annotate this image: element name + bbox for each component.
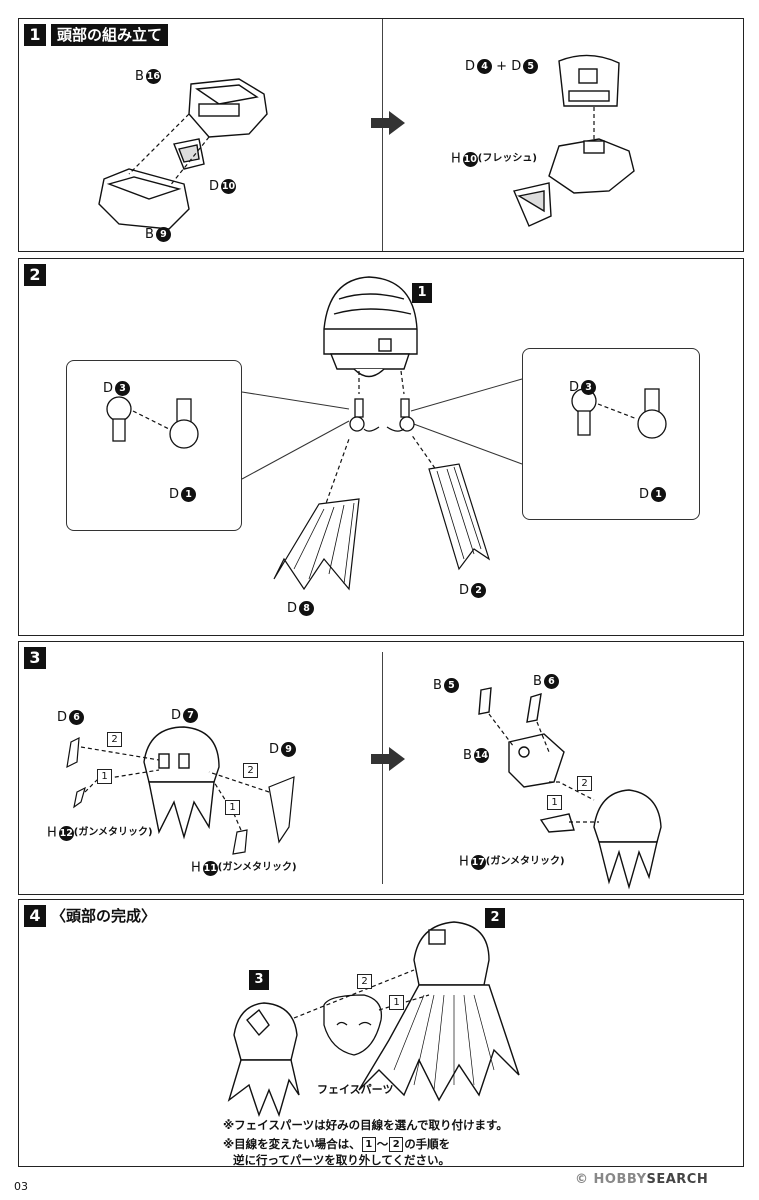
helmet-hair-attachment-illustration bbox=[66, 687, 662, 890]
head-completion-illustration bbox=[227, 921, 520, 1118]
watermark: © HOBBYSEARCH bbox=[575, 1172, 708, 1187]
subassembly-1-badge: 1 bbox=[412, 283, 432, 303]
step-2-panel: 2 bbox=[18, 258, 744, 636]
order-mark: 2 bbox=[107, 732, 122, 747]
subassembly-3-badge: 3 bbox=[249, 970, 269, 990]
next-step-arrow-icon bbox=[371, 111, 405, 135]
step-title: 頭部の組み立て bbox=[51, 24, 169, 46]
order-mark: 1 bbox=[225, 800, 240, 815]
step-number: 4 bbox=[24, 905, 46, 927]
step-title: 〈頭部の完成〉 bbox=[51, 907, 157, 925]
order-mark: 1 bbox=[389, 995, 404, 1010]
order-mark: 1 bbox=[547, 795, 562, 810]
step-4-panel: 4 〈頭部の完成〉 3 2 2 1 フェイスパーツ ※フェイスパーツは好みの目線… bbox=[18, 899, 744, 1167]
subassembly-2-badge: 2 bbox=[485, 908, 505, 928]
step-number: 1 bbox=[24, 24, 46, 46]
face-parts-label: フェイスパーツ bbox=[317, 1083, 394, 1096]
watermark-hobby: © HOBBY bbox=[575, 1172, 647, 1187]
head-frame-parts-illustration bbox=[98, 78, 268, 230]
instruction-note-3: 逆に行ってパーツを取り外してください。 bbox=[233, 1153, 451, 1167]
watermark-search: SEARCH bbox=[646, 1172, 709, 1187]
step-divider bbox=[382, 19, 383, 251]
step-number: 3 bbox=[24, 647, 46, 669]
order-mark: 2 bbox=[357, 974, 372, 989]
instruction-note-1: ※フェイスパーツは好みの目線を選んで取り付けます。 bbox=[223, 1118, 508, 1132]
joint-detail-left bbox=[66, 360, 242, 531]
page-number: 03 bbox=[14, 1180, 28, 1193]
order-mark: 2 bbox=[577, 776, 592, 791]
head-and-hair-illustration bbox=[106, 276, 667, 591]
order-mark: 1 bbox=[97, 769, 112, 784]
joint-detail-right bbox=[522, 348, 700, 520]
order-mark: 2 bbox=[243, 763, 258, 778]
head-frame-assembled-illustration bbox=[513, 54, 635, 227]
step-number: 2 bbox=[24, 264, 46, 286]
step-divider bbox=[382, 652, 383, 884]
step-3-panel: 3 bbox=[18, 641, 744, 895]
